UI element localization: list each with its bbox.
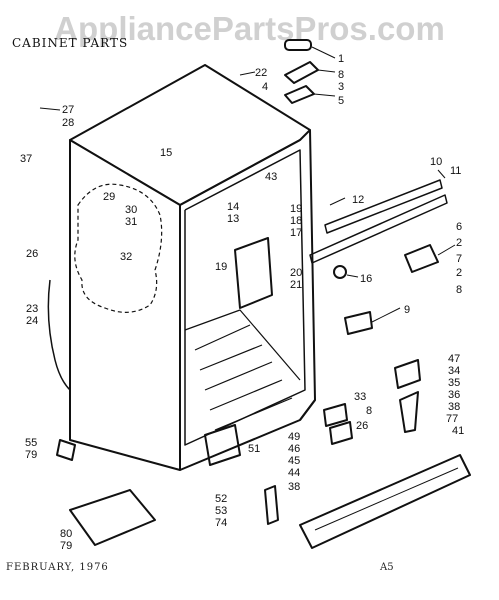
callout-22: 22 xyxy=(255,67,267,79)
latch-bracket xyxy=(344,311,373,335)
callout-30: 30 xyxy=(125,204,137,216)
plug-button xyxy=(333,265,347,279)
callout-19: 19 xyxy=(290,203,302,215)
callout-11: 11 xyxy=(450,165,461,177)
callout-18: 18 xyxy=(290,215,302,227)
cabinet-opening xyxy=(184,149,306,446)
callout-38b: 38 xyxy=(288,481,300,493)
callout-80: 80 xyxy=(60,528,72,540)
callout-9: 9 xyxy=(404,304,410,316)
hinge-cover xyxy=(284,39,312,51)
door-rail xyxy=(324,179,443,234)
callout-8c: 8 xyxy=(366,405,372,417)
callout-4: 4 xyxy=(262,81,268,93)
callout-14: 14 xyxy=(227,201,239,213)
callout-2: 2 xyxy=(456,237,462,249)
callout-45: 45 xyxy=(288,455,300,467)
callout-8b: 8 xyxy=(456,284,462,296)
callout-41: 41 xyxy=(452,425,464,437)
callout-1: 1 xyxy=(338,53,344,65)
callout-38: 38 xyxy=(448,401,460,413)
callout-77: 77 xyxy=(446,413,458,425)
footer-code: A5 xyxy=(380,562,394,573)
callout-3: 3 xyxy=(338,81,344,93)
callout-27: 27 xyxy=(62,104,74,116)
callout-23: 23 xyxy=(26,303,38,315)
callout-36: 36 xyxy=(448,389,460,401)
callout-52: 52 xyxy=(215,493,227,505)
callout-32: 32 xyxy=(120,251,132,263)
callout-74: 74 xyxy=(215,517,227,529)
callout-16: 16 xyxy=(360,273,372,285)
callout-47: 47 xyxy=(448,353,460,365)
callout-35: 35 xyxy=(448,377,460,389)
callout-37: 37 xyxy=(20,153,32,165)
kick-plate xyxy=(299,454,471,549)
callout-20: 20 xyxy=(290,267,302,279)
callout-29: 29 xyxy=(103,191,115,203)
callout-13: 13 xyxy=(227,213,239,225)
callout-55: 55 xyxy=(25,437,37,449)
control-bracket xyxy=(234,237,273,309)
callout-33: 33 xyxy=(354,391,366,403)
callout-5: 5 xyxy=(338,95,344,107)
callout-6: 6 xyxy=(456,221,462,233)
callout-8: 8 xyxy=(338,69,344,81)
callout-26: 26 xyxy=(26,248,38,260)
drain-tube xyxy=(47,279,71,391)
callout-24: 24 xyxy=(26,315,38,327)
baffle-bracket xyxy=(323,403,348,427)
callout-31: 31 xyxy=(125,216,137,228)
callout-15: 15 xyxy=(160,147,172,159)
callout-49: 49 xyxy=(288,431,300,443)
callout-51: 51 xyxy=(248,443,260,455)
callout-79b: 79 xyxy=(60,540,72,552)
callout-19b: 19 xyxy=(215,261,227,273)
footer-date: FEBRUARY, 1976 xyxy=(6,562,109,573)
drain-fitting xyxy=(204,424,241,466)
callout-43: 43 xyxy=(265,171,277,183)
callout-34: 34 xyxy=(448,365,460,377)
callout-7: 7 xyxy=(456,253,462,265)
callout-79: 79 xyxy=(25,449,37,461)
insulation-cutaway xyxy=(74,183,163,313)
callout-10: 10 xyxy=(430,156,442,168)
callout-26b: 26 xyxy=(356,420,368,432)
callout-53: 53 xyxy=(215,505,227,517)
callout-46: 46 xyxy=(288,443,300,455)
callout-17: 17 xyxy=(290,227,302,239)
callout-44: 44 xyxy=(288,467,300,479)
bottom-hinge xyxy=(404,244,439,273)
leveling-leg xyxy=(56,439,76,461)
callout-2b: 2 xyxy=(456,267,462,279)
diagram-title: CABINET PARTS xyxy=(12,36,129,50)
base-bracket xyxy=(69,489,156,546)
callout-12: 12 xyxy=(352,194,364,206)
callout-21: 21 xyxy=(290,279,302,291)
callout-28: 28 xyxy=(62,117,74,129)
